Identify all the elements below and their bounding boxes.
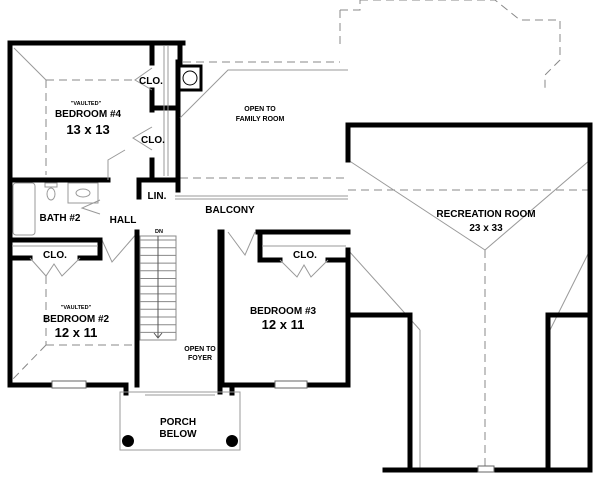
porch-column-icon — [226, 435, 238, 447]
hall-label: HALL — [110, 215, 137, 226]
door — [107, 149, 126, 180]
bedroom4-size: 13 x 13 — [66, 122, 109, 137]
door — [101, 231, 139, 263]
window — [477, 465, 495, 473]
foyer-open-line1: OPEN TO — [184, 346, 216, 353]
stair-tread — [153, 332, 163, 339]
bedroom2-note: "VAULTED" — [61, 305, 92, 311]
bedroom2-size: 12 x 11 — [55, 325, 98, 340]
stairs-down-label: DN — [155, 229, 163, 235]
bedroom4-note: "VAULTED" — [71, 101, 102, 107]
staircase — [139, 235, 177, 341]
bedroom-2 — [7, 229, 140, 389]
recreation-room-name: RECREATION ROOM — [436, 209, 535, 220]
labels: "VAULTED" BEDROOM #4 13 x 13 CLO. CLO. O… — [40, 76, 536, 440]
porch-line1: PORCH — [160, 417, 196, 428]
linen-label: LIN. — [148, 191, 167, 202]
closet-label: CLO. — [139, 76, 163, 87]
recreation-room-size: 23 x 33 — [469, 223, 503, 234]
fireplace-flue-icon — [182, 70, 198, 86]
bath-2 — [7, 182, 103, 243]
balcony-label: BALCONY — [205, 205, 255, 216]
closet-label: CLO. — [293, 250, 317, 261]
family-room-opening — [179, 69, 348, 179]
bath2-label: BATH #2 — [40, 213, 81, 224]
bedroom3-size: 12 x 11 — [262, 317, 305, 332]
family-open-line2: FAMILY ROOM — [236, 116, 285, 123]
bedroom-3 — [219, 229, 351, 389]
bedroom-4 — [7, 40, 186, 388]
bedroom3-name: BEDROOM #3 — [250, 306, 317, 317]
bedroom2-name: BEDROOM #2 — [43, 314, 110, 325]
porch-column-icon — [122, 435, 134, 447]
foyer-open-line2: FOYER — [188, 355, 212, 362]
porch-line2: BELOW — [159, 429, 197, 440]
linen-closet — [136, 177, 181, 200]
closet-label: CLO. — [43, 250, 67, 261]
closet-label: CLO. — [141, 135, 165, 146]
fireplace — [177, 64, 203, 92]
porch — [119, 391, 241, 451]
bedroom4-name: BEDROOM #4 — [55, 109, 122, 120]
family-open-line1: OPEN TO — [244, 106, 276, 113]
